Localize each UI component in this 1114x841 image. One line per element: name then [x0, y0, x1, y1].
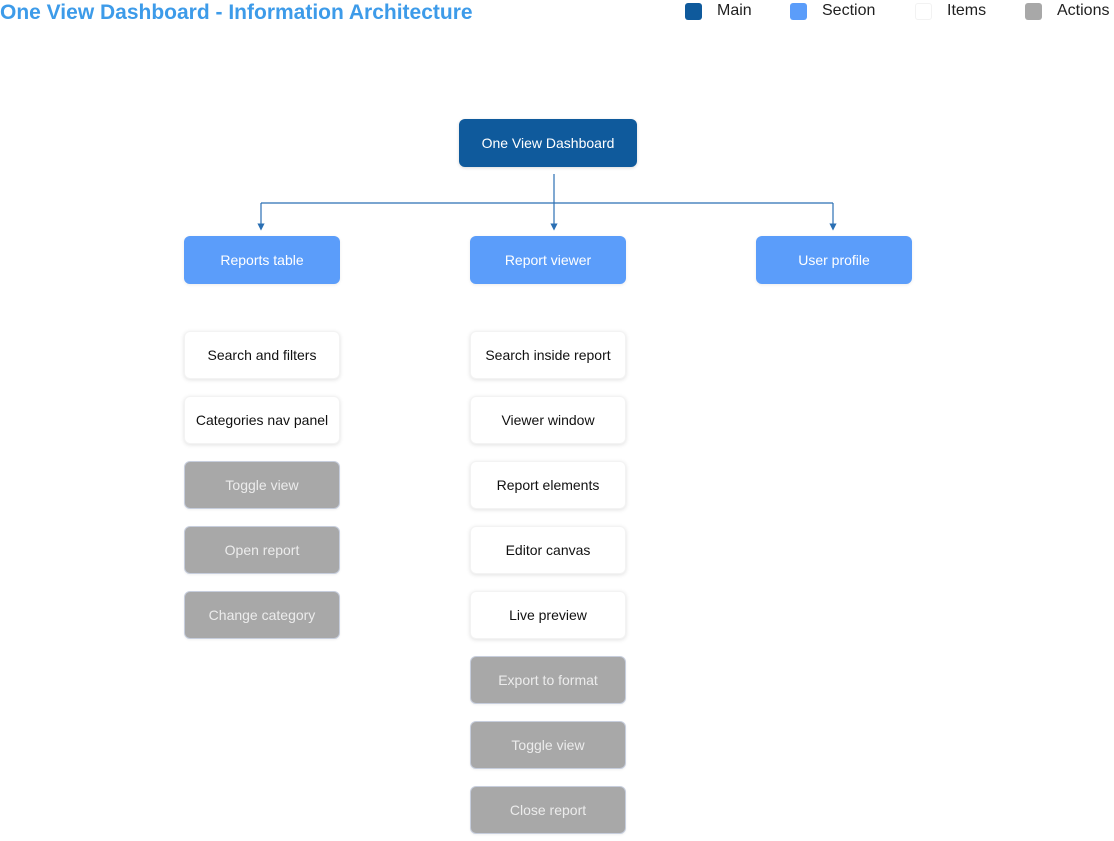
legend-items-label: Items	[947, 2, 987, 19]
legend-actions-swatch	[1025, 2, 1042, 20]
node-section-user-profile: User profile	[756, 236, 912, 284]
legend-main-swatch	[685, 2, 702, 20]
node-action-open-report: Open report	[184, 526, 340, 574]
legend-section: Section	[790, 0, 875, 22]
node-section-report-viewer: Report viewer	[470, 236, 626, 284]
node-main-one-view-dashboard: One View Dashboard	[459, 119, 637, 167]
node-item-live-preview: Live preview	[470, 591, 626, 639]
legend-actions: Actions	[1025, 0, 1109, 22]
legend-main-label: Main	[717, 2, 752, 19]
node-action-change-category: Change category	[184, 591, 340, 639]
node-item-report-elements: Report elements	[470, 461, 626, 509]
legend-section-swatch	[790, 2, 807, 20]
node-item-categories-nav-panel: Categories nav panel	[184, 396, 340, 444]
node-item-search-and-filters: Search and filters	[184, 331, 340, 379]
legend-actions-label: Actions	[1057, 2, 1110, 19]
node-item-search-inside-report: Search inside report	[470, 331, 626, 379]
node-section-reports-table: Reports table	[184, 236, 340, 284]
node-item-viewer-window: Viewer window	[470, 396, 626, 444]
legend-section-label: Section	[822, 2, 876, 19]
node-action-toggle-view-viewer: Toggle view	[470, 721, 626, 769]
legend-items-swatch	[915, 2, 932, 20]
diagram-title: One View Dashboard - Information Archite…	[0, 1, 473, 24]
node-action-export-to-format: Export to format	[470, 656, 626, 704]
legend-main: Main	[685, 0, 752, 22]
legend-items: Items	[915, 0, 986, 22]
node-action-toggle-view: Toggle view	[184, 461, 340, 509]
node-item-editor-canvas: Editor canvas	[470, 526, 626, 574]
node-action-close-report: Close report	[470, 786, 626, 834]
